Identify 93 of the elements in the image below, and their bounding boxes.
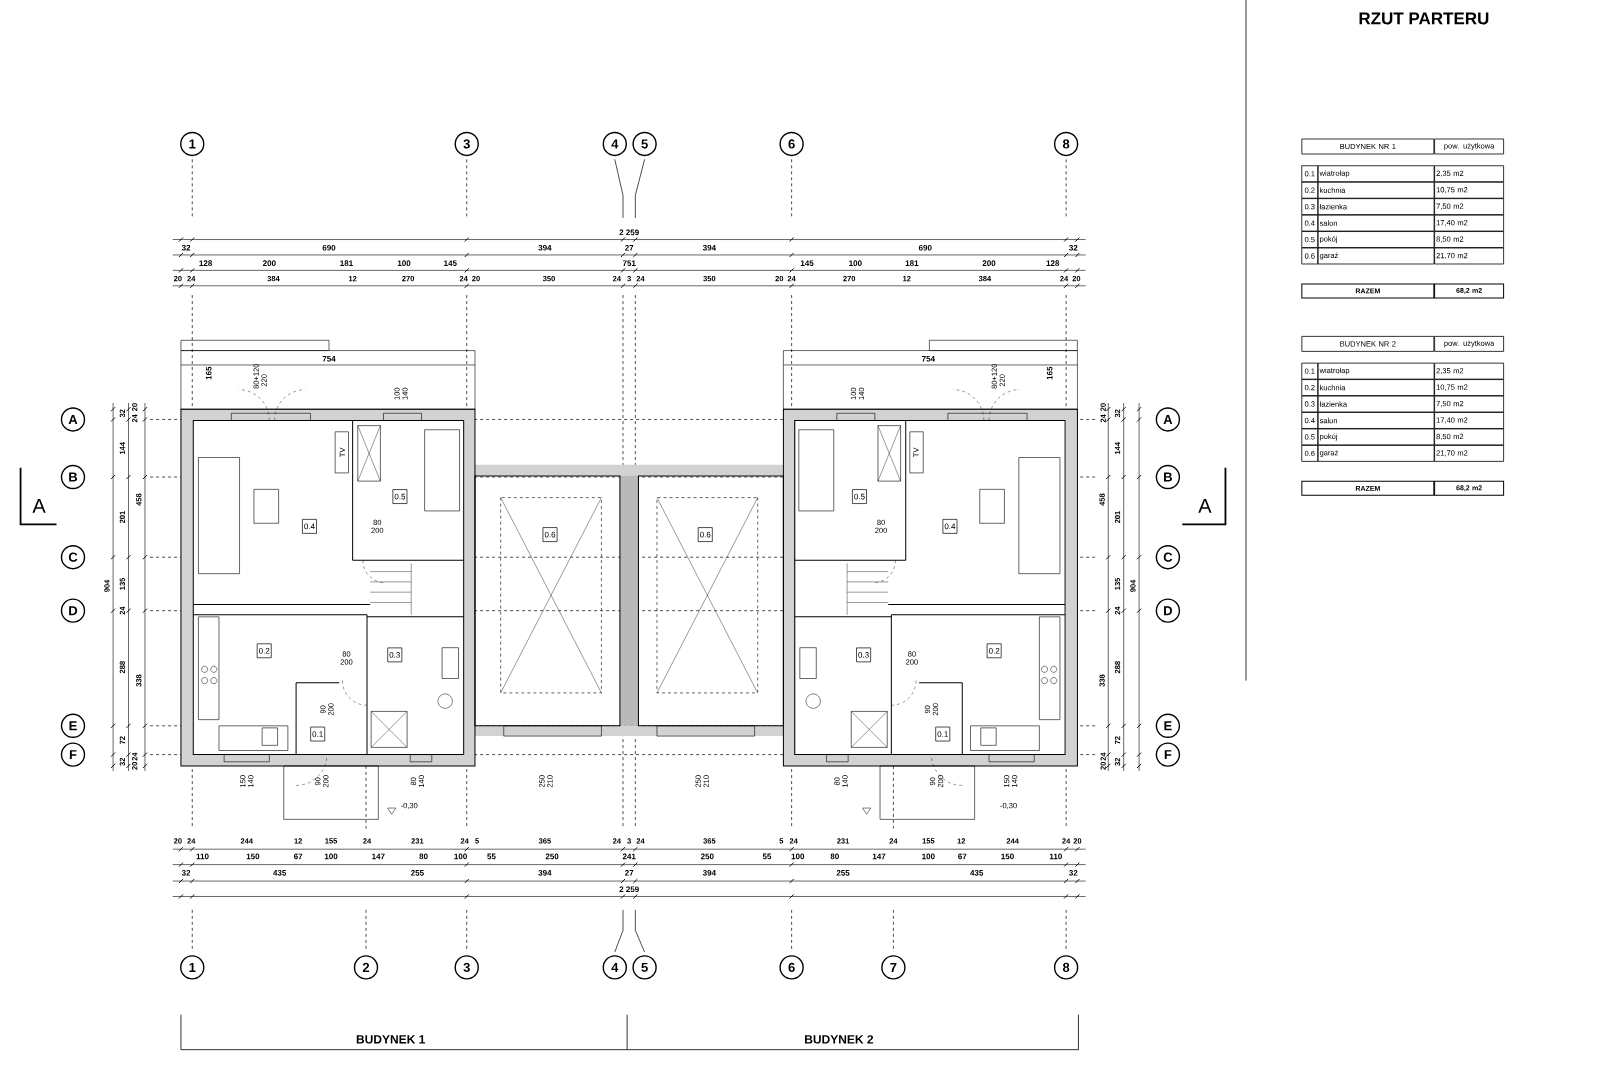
axis-bubble: 1 — [180, 131, 205, 156]
dimension-text: 100 — [922, 853, 935, 859]
dimension-text: 32 — [1069, 869, 1078, 876]
dimension-text: 255 — [411, 869, 424, 876]
dimension-text: 100 — [454, 853, 467, 859]
dimension-text: 181 — [905, 260, 919, 266]
dimension-text: 2 259 — [619, 886, 639, 892]
dimension-text: 150 — [1001, 853, 1014, 859]
dimension-text: 110 — [196, 853, 209, 859]
room-number-tag: 0.5 — [392, 488, 408, 504]
dimension-text: 147 — [372, 853, 385, 859]
axis-bubble: C — [1155, 544, 1181, 570]
axis-bubble: B — [60, 464, 86, 489]
axis-bubble: 4 — [602, 131, 627, 156]
dimension-text: 100 — [324, 853, 338, 859]
axis-bubble: 7 — [881, 954, 906, 980]
dimension-text: 27 — [625, 244, 634, 251]
dimension-text: 67 — [294, 853, 303, 859]
axis-bubble: F — [60, 742, 86, 767]
room-number-tag: 0.4 — [302, 518, 317, 534]
axis-bubble: 3 — [454, 131, 479, 156]
room-number-tag: 0.2 — [256, 643, 272, 658]
axis-bubble: 8 — [1053, 954, 1079, 980]
dimension-text: 250 — [700, 853, 714, 859]
dimension-text: 80 — [830, 853, 839, 859]
room-number-tag: 0.6 — [697, 527, 713, 542]
dimension-text: 200 — [262, 260, 276, 266]
axis-bubble: 6 — [779, 954, 804, 980]
axis-bubble: D — [60, 598, 86, 623]
dimension-text: 147 — [872, 853, 886, 859]
axis-bubble: 8 — [1053, 131, 1079, 156]
dimension-text: 394 — [538, 244, 552, 251]
dimension-text: 165 — [1046, 366, 1053, 380]
dimension-text: 32 — [1069, 244, 1078, 251]
room-number-tag: 0.4 — [942, 518, 958, 534]
dimension-text: 27 — [625, 869, 634, 876]
dimension-text: 128 — [1046, 260, 1060, 266]
dimension-text: 200 — [982, 260, 996, 266]
building-label: BUDYNEK 2 — [805, 1034, 874, 1044]
room-number-tag: 0.6 — [542, 527, 558, 542]
dimension-text: 690 — [322, 244, 336, 251]
axis-bubble: E — [1155, 713, 1181, 738]
axis-bubble: 6 — [779, 131, 804, 156]
dimension-text: 754 — [322, 355, 336, 362]
axis-bubble: 2 — [353, 954, 379, 980]
room-number-tag: 0.3 — [387, 647, 403, 662]
dimension-text: 394 — [702, 244, 716, 251]
axis-bubble: A — [1155, 407, 1181, 432]
axis-bubble: A — [60, 407, 86, 432]
dimension-text: 165 — [205, 366, 212, 380]
dimension-text: 241 — [622, 853, 636, 859]
room-number-tag: 0.1 — [310, 726, 326, 742]
dimension-text: 32 — [181, 244, 191, 251]
axis-bubble: 1 — [180, 954, 205, 980]
axis-bubble: E — [60, 713, 86, 738]
axis-bubble: 5 — [632, 954, 657, 980]
room-number-tag: 0.5 — [852, 488, 867, 504]
dimension-text: 435 — [273, 869, 287, 876]
dimension-text: 150 — [246, 853, 260, 859]
dimension-text: 80 — [419, 853, 428, 859]
dimension-text: 100 — [397, 260, 411, 266]
room-number-tag: 0.3 — [856, 647, 871, 662]
axis-bubble: 4 — [602, 954, 627, 980]
axis-bubble: 3 — [454, 954, 479, 980]
dimension-text: 394 — [538, 869, 552, 876]
dimension-text: 690 — [918, 244, 932, 251]
dimension-text: 55 — [762, 853, 772, 859]
dimension-text: 110 — [1049, 853, 1062, 859]
dimension-text: 100 — [791, 853, 805, 859]
axis-bubble: D — [1155, 598, 1181, 623]
dimension-text: 394 — [702, 869, 716, 876]
dimension-text: 145 — [444, 260, 457, 266]
dimension-text: 32 — [181, 869, 191, 876]
dimension-text: 128 — [199, 260, 213, 266]
dimension-text: 181 — [340, 260, 353, 266]
axis-bubble: 5 — [632, 131, 657, 156]
dimension-text: 435 — [970, 869, 984, 876]
dimension-text: 751 — [622, 260, 636, 266]
room-number-tag: 0.2 — [986, 643, 1002, 658]
axis-bubble: C — [60, 544, 86, 570]
title: RZUT PARTERU — [1359, 12, 1489, 25]
building-label: BUDYNEK 1 — [356, 1034, 425, 1044]
dimension-text: 55 — [487, 853, 496, 859]
dimension-text: 100 — [849, 260, 862, 266]
dimension-text: 145 — [800, 260, 814, 266]
dimension-text: 754 — [922, 355, 935, 362]
dimension-text: 250 — [545, 853, 559, 859]
dimension-text: 255 — [836, 869, 850, 876]
dimension-text: 67 — [958, 853, 967, 859]
axis-bubble: F — [1155, 742, 1181, 767]
room-number-tag: 0.1 — [935, 726, 951, 742]
dimension-text: 2 259 — [619, 229, 639, 235]
axis-bubble: B — [1155, 464, 1181, 489]
